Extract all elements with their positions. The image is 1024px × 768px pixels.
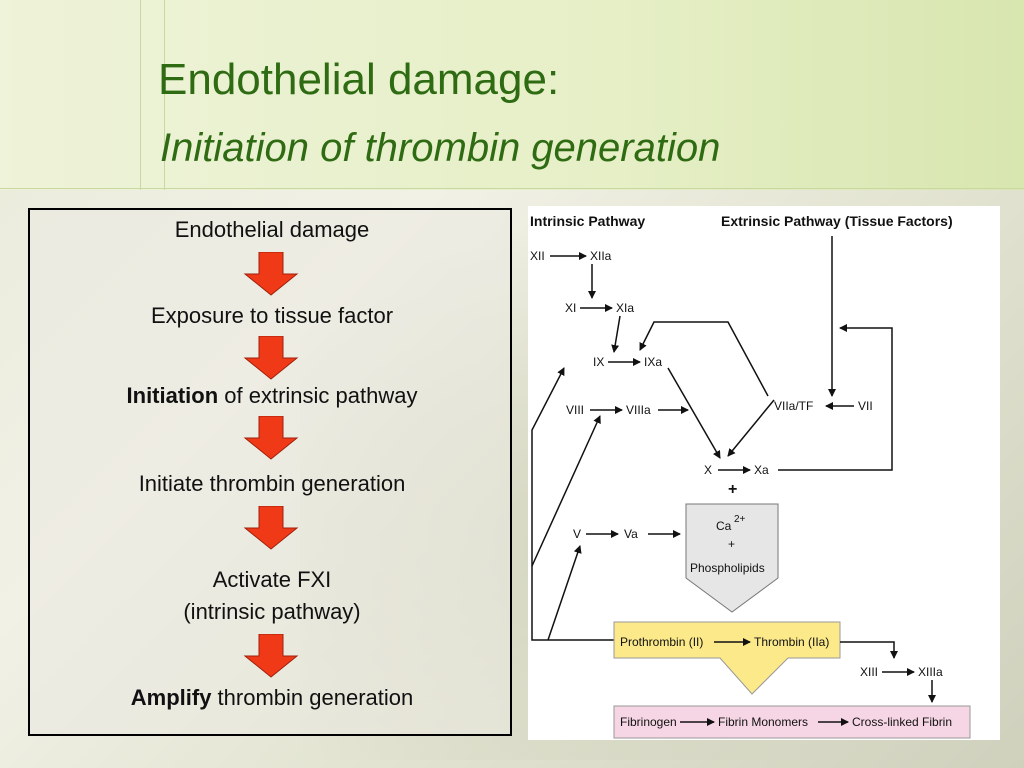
header-band <box>0 0 1024 190</box>
prothrombin-label: Prothrombin (II) <box>620 635 703 649</box>
header-stripe <box>140 0 141 190</box>
factor-xiiia: XIIIa <box>918 665 943 679</box>
calcium-label: Ca <box>716 519 732 533</box>
factor-ix: IX <box>593 355 604 369</box>
factor-xia: XIa <box>616 301 634 315</box>
step-initiation: Initiation of extrinsic pathway <box>30 380 514 412</box>
factor-viia-tf: VIIa/TF <box>774 399 813 413</box>
header-divider <box>0 188 1024 189</box>
step-amplify-bold: Amplify <box>130 685 212 710</box>
factor-v: V <box>573 527 581 541</box>
down-arrow-icon <box>243 506 299 550</box>
step-exposure-tissue-factor: Exposure to tissue factor <box>150 303 394 328</box>
header-stripe <box>164 0 165 190</box>
crosslinked-fibrin-label: Cross-linked Fibrin <box>852 715 952 729</box>
cascade-svg: Intrinsic Pathway Extrinsic Pathway (Tis… <box>530 213 971 739</box>
step-endothelial-damage: Endothelial damage <box>174 217 370 242</box>
factor-xa: Xa <box>754 463 769 477</box>
down-arrow-icon <box>243 634 299 678</box>
fibrinogen-label: Fibrinogen <box>620 715 677 729</box>
slide-subtitle: Initiation of thrombin generation <box>160 126 721 170</box>
factor-va: Va <box>624 527 638 541</box>
step-amplify: Amplify thrombin generation <box>30 682 514 714</box>
extrinsic-header: Extrinsic Pathway (Tissue Factors) <box>721 213 953 229</box>
flow-box: Endothelial damage Exposure to tissue fa… <box>28 208 512 736</box>
step-intrinsic-pathway: (intrinsic pathway) <box>183 599 361 624</box>
factor-x: X <box>704 463 712 477</box>
step-initiation-rest: of extrinsic pathway <box>218 383 418 408</box>
phospholipids-label: Phospholipids <box>690 561 765 575</box>
coagulation-cascade-diagram: Intrinsic Pathway Extrinsic Pathway (Tis… <box>528 206 1000 740</box>
step-initiation-bold: Initiation <box>126 383 219 408</box>
plus-sign: + <box>728 481 737 498</box>
plus-sign-2: + <box>728 537 735 551</box>
down-arrow-icon <box>243 336 299 380</box>
factor-vii: VII <box>858 399 873 413</box>
factor-xiii: XIII <box>860 665 878 679</box>
factor-viiia: VIIIa <box>626 403 651 417</box>
step-initiate-thrombin: Initiate thrombin generation <box>138 471 406 496</box>
slide-title: Endothelial damage: <box>158 55 560 104</box>
calcium-charge: 2+ <box>734 514 746 525</box>
factor-xii: XII <box>530 249 545 263</box>
step-activate-fxi: Activate FXI <box>212 567 332 592</box>
factor-xi: XI <box>565 301 576 315</box>
down-arrow-icon <box>243 416 299 460</box>
thrombin-label: Thrombin (IIa) <box>754 635 829 649</box>
factor-xiia: XIIa <box>590 249 612 263</box>
step-amplify-rest: thrombin generation <box>211 685 414 710</box>
down-arrow-icon <box>243 252 299 296</box>
fibrin-monomers-label: Fibrin Monomers <box>718 715 808 729</box>
factor-ixa: IXa <box>644 355 662 369</box>
factor-viii: VIII <box>566 403 584 417</box>
intrinsic-header: Intrinsic Pathway <box>530 213 645 229</box>
